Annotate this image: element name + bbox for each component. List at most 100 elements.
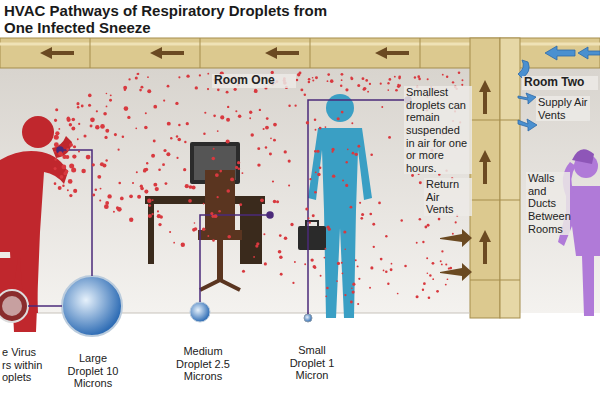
droplet [259,109,261,111]
droplet [153,183,157,187]
droplet [352,152,355,155]
supply-arrow [518,46,600,131]
droplet [69,123,72,126]
droplet [155,187,159,191]
droplet [383,270,385,272]
droplet [315,129,317,131]
droplet [69,194,72,197]
airflow-arrow [40,47,491,281]
droplet [137,73,139,75]
desk [145,142,265,290]
droplet [183,168,186,171]
droplet [385,235,387,237]
droplet [54,151,56,153]
droplet [357,303,359,305]
droplet [327,73,330,76]
room-one-wall [0,68,470,313]
droplet [357,84,360,87]
droplet [389,78,392,81]
droplet [343,230,346,233]
droplet [148,214,152,218]
droplet [203,203,205,205]
droplet [230,177,234,181]
droplet [97,175,101,179]
droplet [189,185,193,189]
droplet [71,126,75,130]
droplet [175,102,178,105]
droplet [185,184,189,188]
droplet [381,106,383,108]
droplet [237,161,240,164]
droplet [235,110,237,112]
droplet [369,287,371,289]
droplet [436,290,439,293]
droplet [192,228,196,232]
droplet [438,218,441,221]
droplet [226,189,230,193]
droplet [54,142,59,147]
droplet [153,140,156,143]
droplet [83,134,86,137]
droplet [355,153,358,156]
droplet [325,126,327,128]
droplet [370,153,373,156]
droplet [273,139,276,142]
droplet [54,119,57,122]
droplet [234,88,237,91]
droplet [73,145,76,148]
droplet [213,148,215,150]
droplet [344,248,346,250]
droplet [226,118,230,122]
droplet [105,159,107,161]
droplet [140,86,143,89]
droplet [137,195,141,199]
droplet [432,262,435,265]
droplet [394,76,396,78]
droplet [238,167,241,170]
droplet [319,127,322,130]
droplet [95,125,99,129]
droplet [65,155,69,159]
infected-person [0,116,72,332]
droplet [211,215,214,218]
droplet [341,79,343,81]
droplet [100,188,102,190]
droplet [132,182,134,184]
droplet [67,116,70,119]
droplet [347,149,349,151]
droplet [337,117,340,120]
droplet-cloud [54,71,464,305]
droplet [118,149,120,151]
droplet [272,180,274,182]
droplet [210,212,213,215]
droplet [414,76,416,78]
droplet [249,111,252,114]
droplet [178,76,180,78]
droplet [250,133,253,136]
droplet [424,226,427,229]
droplet [54,158,56,160]
droplet [72,154,76,158]
droplet [195,86,198,89]
droplet [306,121,309,124]
droplet [445,263,447,265]
droplet [370,266,373,269]
droplet [128,78,130,80]
droplet [432,278,434,280]
droplet [369,213,372,216]
droplet [452,233,454,235]
droplet [129,217,133,221]
droplet [143,168,147,172]
droplet [81,105,84,108]
return-duct [470,38,500,318]
droplet [77,106,80,109]
droplet [69,143,73,147]
droplet [397,85,400,88]
droplet [388,136,391,139]
duct-seams [90,38,420,68]
droplet [342,272,344,274]
droplet [60,175,64,179]
droplet [55,108,58,111]
droplet [361,213,364,216]
droplet [202,228,205,231]
